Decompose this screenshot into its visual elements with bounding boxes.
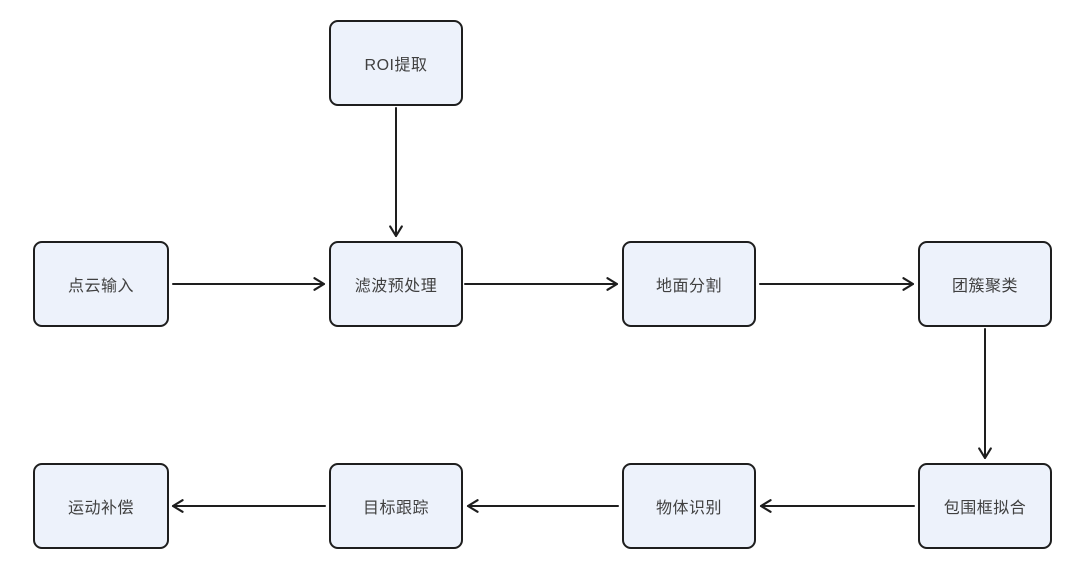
flow-node-label: 点云输入 xyxy=(67,278,134,295)
flow-node-cluster-clustering[interactable]: 团簇聚类 xyxy=(918,241,1052,327)
flow-node-bbox-fitting[interactable]: 包围框拟合 xyxy=(918,463,1052,549)
flow-node-target-tracking[interactable]: 目标跟踪 xyxy=(329,463,463,549)
flow-node-label: ROI提取 xyxy=(364,57,428,74)
flow-node-label: 地面分割 xyxy=(655,278,722,295)
flow-node-point-cloud-input[interactable]: 点云输入 xyxy=(33,241,169,327)
flow-node-motion-compensation[interactable]: 运动补偿 xyxy=(33,463,169,549)
flow-node-label: 运动补偿 xyxy=(67,500,134,517)
flow-node-label: 滤波预处理 xyxy=(354,278,438,295)
flow-node-label: 物体识别 xyxy=(655,500,722,517)
flow-node-label: 团簇聚类 xyxy=(951,278,1018,295)
flow-node-filter-preprocess[interactable]: 滤波预处理 xyxy=(329,241,463,327)
flow-node-roi-extraction[interactable]: ROI提取 xyxy=(329,20,463,106)
flow-node-ground-segmentation[interactable]: 地面分割 xyxy=(622,241,756,327)
flow-node-label: 目标跟踪 xyxy=(362,500,429,517)
flow-node-label: 包围框拟合 xyxy=(943,500,1027,517)
flow-node-object-recognition[interactable]: 物体识别 xyxy=(622,463,756,549)
